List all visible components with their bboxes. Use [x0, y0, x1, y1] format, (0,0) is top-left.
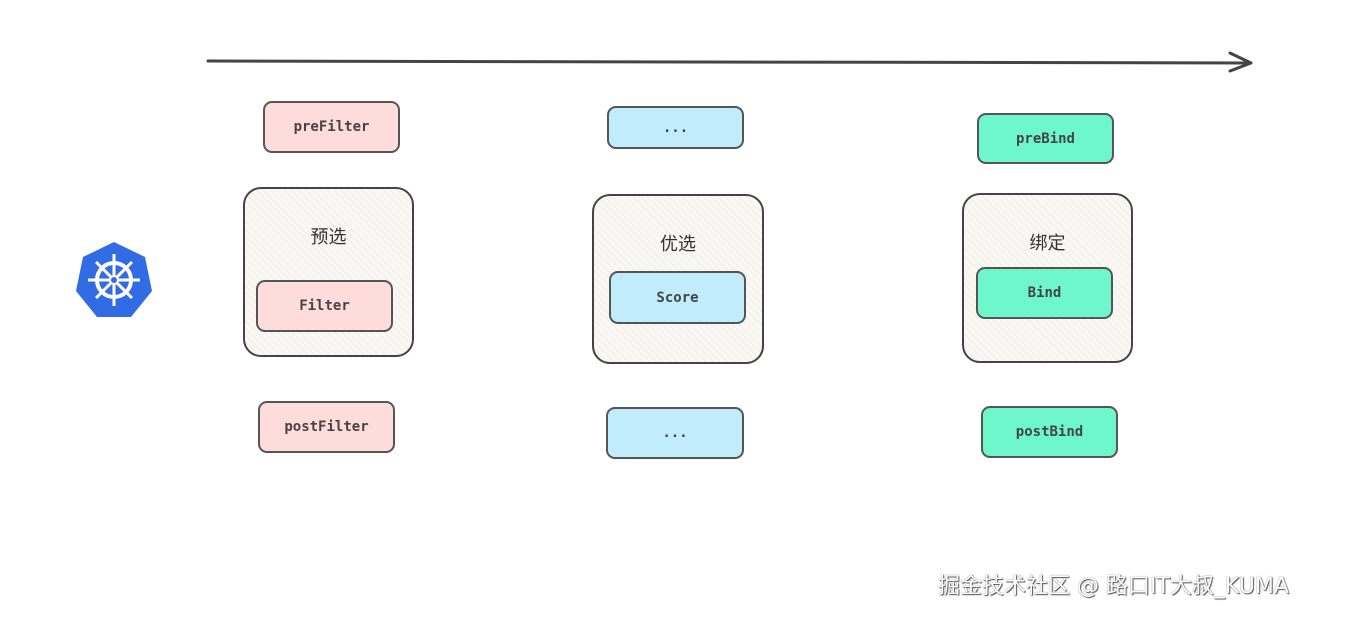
- score-pre-box: ...: [607, 106, 744, 149]
- kubernetes-logo-icon: [76, 242, 152, 317]
- score-post-box: ...: [606, 407, 744, 459]
- filter-box: Filter: [256, 280, 393, 332]
- bind-box: Bind: [976, 267, 1113, 319]
- stage-title: 优选: [660, 234, 696, 255]
- stage-title: 绑定: [1029, 233, 1066, 254]
- prebind-box: preBind: [977, 113, 1114, 164]
- score-box: Score: [609, 271, 746, 324]
- watermark: 掘金技术社区 @ 路口IT大叔_KUMA: [938, 574, 1289, 599]
- prefilter-box: preFilter: [263, 101, 400, 153]
- stage-title: 预选: [310, 227, 347, 248]
- timeline-arrow: [206, 51, 1253, 73]
- postbind-box: postBind: [981, 406, 1118, 458]
- postfilter-box: postFilter: [258, 401, 395, 453]
